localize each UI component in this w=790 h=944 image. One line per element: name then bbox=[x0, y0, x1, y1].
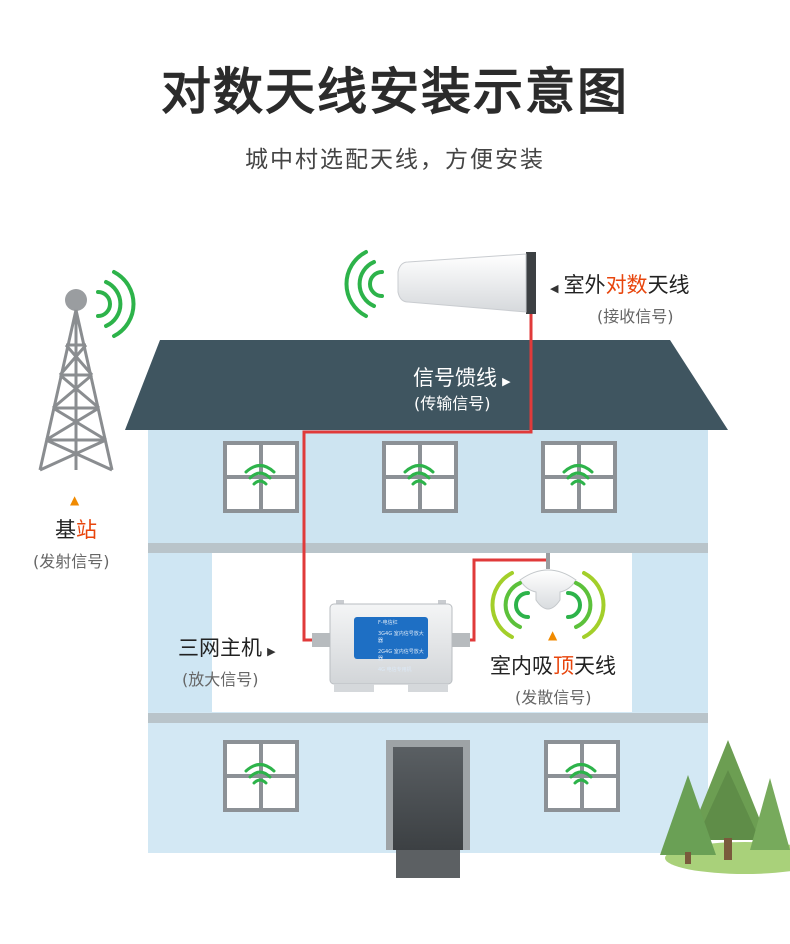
outdoor-antenna-sublabel: (接收信号) bbox=[597, 307, 674, 326]
feeder-sublabel: (传输信号) bbox=[414, 394, 491, 413]
window-4 bbox=[223, 740, 299, 812]
window-signal-icon bbox=[562, 464, 594, 486]
host-label: 三网主机 ▶ bbox=[178, 632, 276, 662]
screen-line: 3G4G 室内信号放大器 bbox=[378, 631, 424, 644]
screen-line: F-电信红 bbox=[378, 620, 398, 626]
window-signal-icon bbox=[403, 464, 435, 486]
host-screen: F-电信红 3G4G 室内信号放大器 2G4G 室内信号放大器 4G 电信专用机 bbox=[356, 619, 428, 673]
window-1 bbox=[223, 441, 299, 513]
outdoor-log-antenna-icon bbox=[397, 252, 536, 314]
page-subtitle: 城中村选配天线，方便安装 bbox=[245, 147, 545, 173]
amplifier-host-icon bbox=[312, 600, 470, 692]
trees-icon bbox=[660, 740, 790, 874]
window-signal-icon bbox=[244, 763, 276, 785]
pointer-right-icon: ▶ bbox=[267, 645, 276, 658]
label-text: 基 bbox=[55, 518, 76, 542]
window-5 bbox=[544, 740, 620, 812]
label-highlight: 顶 bbox=[553, 654, 574, 678]
label-text: 信号馈线 bbox=[413, 366, 497, 390]
window-signal-icon bbox=[565, 763, 597, 785]
label-highlight: 对数 bbox=[605, 273, 648, 297]
label-text: 三网主机 bbox=[178, 636, 262, 660]
screen-line: 2G4G 室内信号放大器 bbox=[378, 649, 424, 662]
pointer-right-icon: ▶ bbox=[502, 375, 511, 388]
label-text: 室外 bbox=[563, 273, 606, 297]
feeder-label: 信号馈线 ▶ bbox=[413, 362, 511, 392]
door bbox=[386, 740, 470, 878]
tower-signal-icon bbox=[96, 270, 136, 338]
cell-tower-icon bbox=[38, 289, 114, 472]
ceiling-antenna-icon bbox=[519, 553, 577, 610]
ceiling-signal-icon bbox=[490, 571, 606, 639]
outdoor-antenna-label: ◀ 室外对数天线 bbox=[550, 269, 690, 299]
indoor-antenna-label: 室内吸顶天线 bbox=[490, 650, 616, 680]
host-sublabel: (放大信号) bbox=[182, 670, 259, 689]
label-text: 天线 bbox=[647, 273, 690, 297]
indoor-antenna-sublabel: (发散信号) bbox=[515, 688, 592, 707]
base-station-label: 基站 bbox=[55, 514, 97, 544]
window-2 bbox=[382, 441, 458, 513]
label-text: 室内吸 bbox=[490, 654, 553, 678]
antenna-signal-icon bbox=[344, 250, 384, 318]
label-highlight: 站 bbox=[76, 518, 97, 542]
pointer-up-icon: ▲ bbox=[70, 493, 80, 507]
page-title: 对数天线安装示意图 bbox=[161, 63, 629, 121]
window-signal-icon bbox=[244, 464, 276, 486]
pointer-left-icon: ◀ bbox=[550, 282, 559, 295]
window-3 bbox=[541, 441, 617, 513]
base-station-sublabel: (发射信号) bbox=[33, 552, 110, 571]
pointer-up-icon: ▲ bbox=[548, 628, 558, 642]
label-text: 天线 bbox=[574, 654, 616, 678]
screen-line: 4G 电信专用机 bbox=[378, 667, 412, 673]
